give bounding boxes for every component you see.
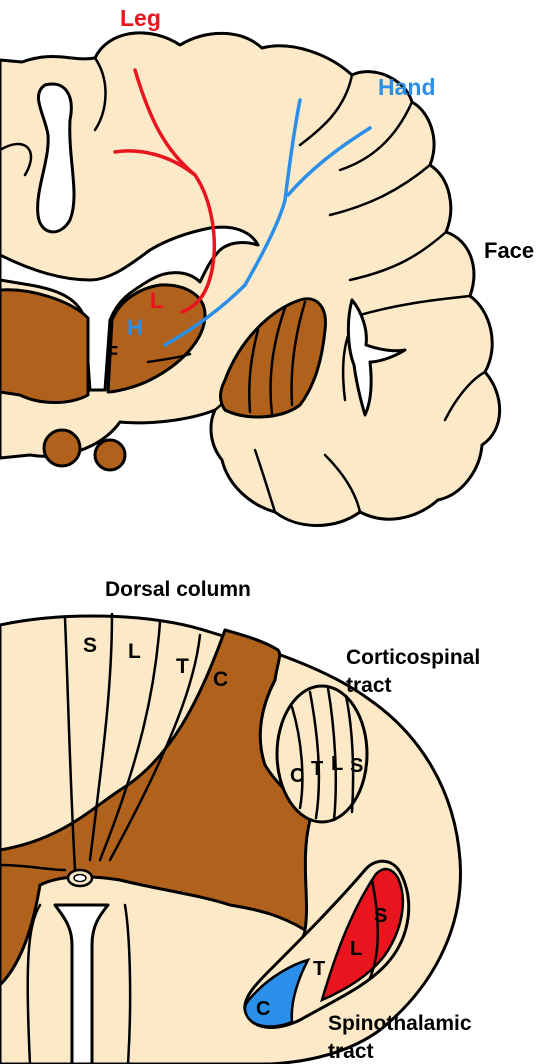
brain-section: Leg Hand Face L H F: [0, 5, 534, 526]
stt-seg-T: T: [313, 958, 325, 980]
dorsal-seg-T: T: [176, 655, 189, 678]
spinal-cord-section: Dorsal column S L T C C T L S: [0, 578, 480, 1064]
dorsal-seg-C: C: [213, 668, 228, 691]
capsule-L-label: L: [150, 288, 163, 313]
stt-seg-C: C: [256, 998, 270, 1020]
face-label: Face: [484, 238, 534, 263]
brain-small-nucleus: [44, 430, 80, 466]
spinothalamic-label-line2: tract: [328, 1040, 374, 1063]
brain-caudate-gray: [0, 290, 88, 403]
brain-small-nucleus: [95, 440, 125, 470]
central-canal-inner: [74, 875, 86, 882]
capsule-H-label: H: [127, 315, 143, 340]
leg-label: Leg: [120, 5, 161, 31]
cst-seg-C: C: [290, 765, 304, 787]
capsule-F-label: F: [106, 343, 118, 365]
stt-seg-L: L: [350, 938, 362, 960]
stt-seg-S: S: [374, 905, 387, 927]
cst-seg-T: T: [311, 758, 323, 780]
dorsal-seg-S: S: [83, 634, 97, 657]
dorsal-seg-L: L: [128, 640, 141, 663]
spinothalamic-label-line1: Spinothalamic: [328, 1012, 472, 1035]
hand-label: Hand: [378, 74, 436, 100]
corticospinal-label-line1: Corticospinal: [346, 646, 480, 669]
cst-seg-L: L: [331, 753, 343, 775]
corticospinal-label-line2: tract: [346, 674, 392, 697]
dorsal-column-label: Dorsal column: [105, 578, 251, 601]
cst-seg-S: S: [350, 755, 363, 777]
